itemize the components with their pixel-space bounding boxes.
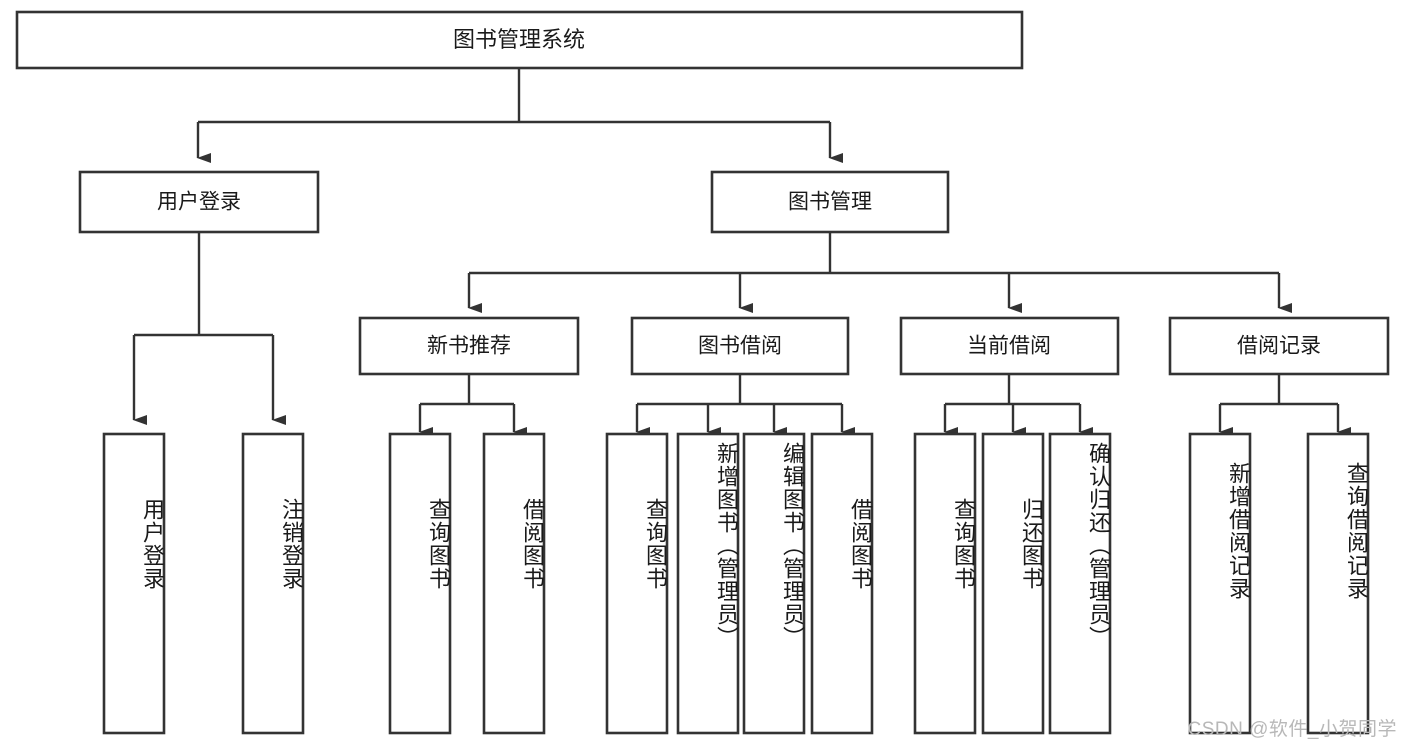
- user-login-label: 用户登录: [157, 191, 241, 214]
- leaf-box-current-borrow-1[interactable]: [913, 432, 977, 735]
- new-book-recommend-box: [358, 316, 580, 376]
- leaf-box-current-borrow-3[interactable]: [1048, 432, 1112, 735]
- borrow-record-label: 借阅记录: [1237, 335, 1321, 358]
- node-new-book-recommend[interactable]: 新书推荐: [358, 316, 580, 376]
- node-user-login[interactable]: 用户登录: [78, 170, 320, 234]
- node-book-management[interactable]: 图书管理: [710, 170, 950, 234]
- leaf-box-book-borrow-1[interactable]: [605, 432, 669, 735]
- book-management-label: 图书管理: [788, 191, 872, 214]
- leaf-box-borrow-record-2[interactable]: [1306, 432, 1370, 735]
- book-borrow-label: 图书借阅: [698, 335, 782, 358]
- node-book-borrow[interactable]: 图书借阅: [630, 316, 850, 376]
- root-label: 图书管理系统: [453, 27, 585, 52]
- current-borrow-label: 当前借阅: [967, 335, 1051, 358]
- leaf-box-user-login-2[interactable]: [241, 432, 305, 735]
- node-root[interactable]: 图书管理系统: [15, 10, 1024, 70]
- leaf-box-book-borrow-2[interactable]: [676, 432, 740, 735]
- leaf-box-new-book-2[interactable]: [482, 432, 546, 735]
- connector-current-borrow-to-leaves: [943, 374, 1093, 437]
- new-book-recommend-label: 新书推荐: [427, 335, 511, 358]
- current-borrow-box: [899, 316, 1120, 376]
- connector-book-management-to-level2: [467, 232, 1292, 313]
- leaf-box-new-book-1[interactable]: [388, 432, 452, 735]
- node-borrow-record[interactable]: 借阅记录: [1168, 316, 1390, 376]
- user-login-box: [78, 170, 320, 234]
- leaf-box-borrow-record-1[interactable]: [1188, 432, 1252, 735]
- leaf-box-book-borrow-3[interactable]: [742, 432, 806, 735]
- leaf-box-current-borrow-2[interactable]: [981, 432, 1045, 735]
- connector-root-to-level1: [196, 68, 843, 163]
- connector-user-login-to-leaves: [132, 232, 286, 425]
- watermark-text: CSDN @软件_小贺同学: [1187, 719, 1397, 740]
- node-current-borrow[interactable]: 当前借阅: [899, 316, 1120, 376]
- leaf-box-book-borrow-4[interactable]: [810, 432, 874, 735]
- connector-borrow-record-to-leaves: [1218, 374, 1351, 437]
- leaf-box-user-login-1[interactable]: [102, 432, 166, 735]
- connector-book-borrow-to-leaves: [635, 374, 855, 437]
- connector-new-book-recommend-to-leaves: [418, 374, 527, 437]
- root-box: [15, 10, 1024, 70]
